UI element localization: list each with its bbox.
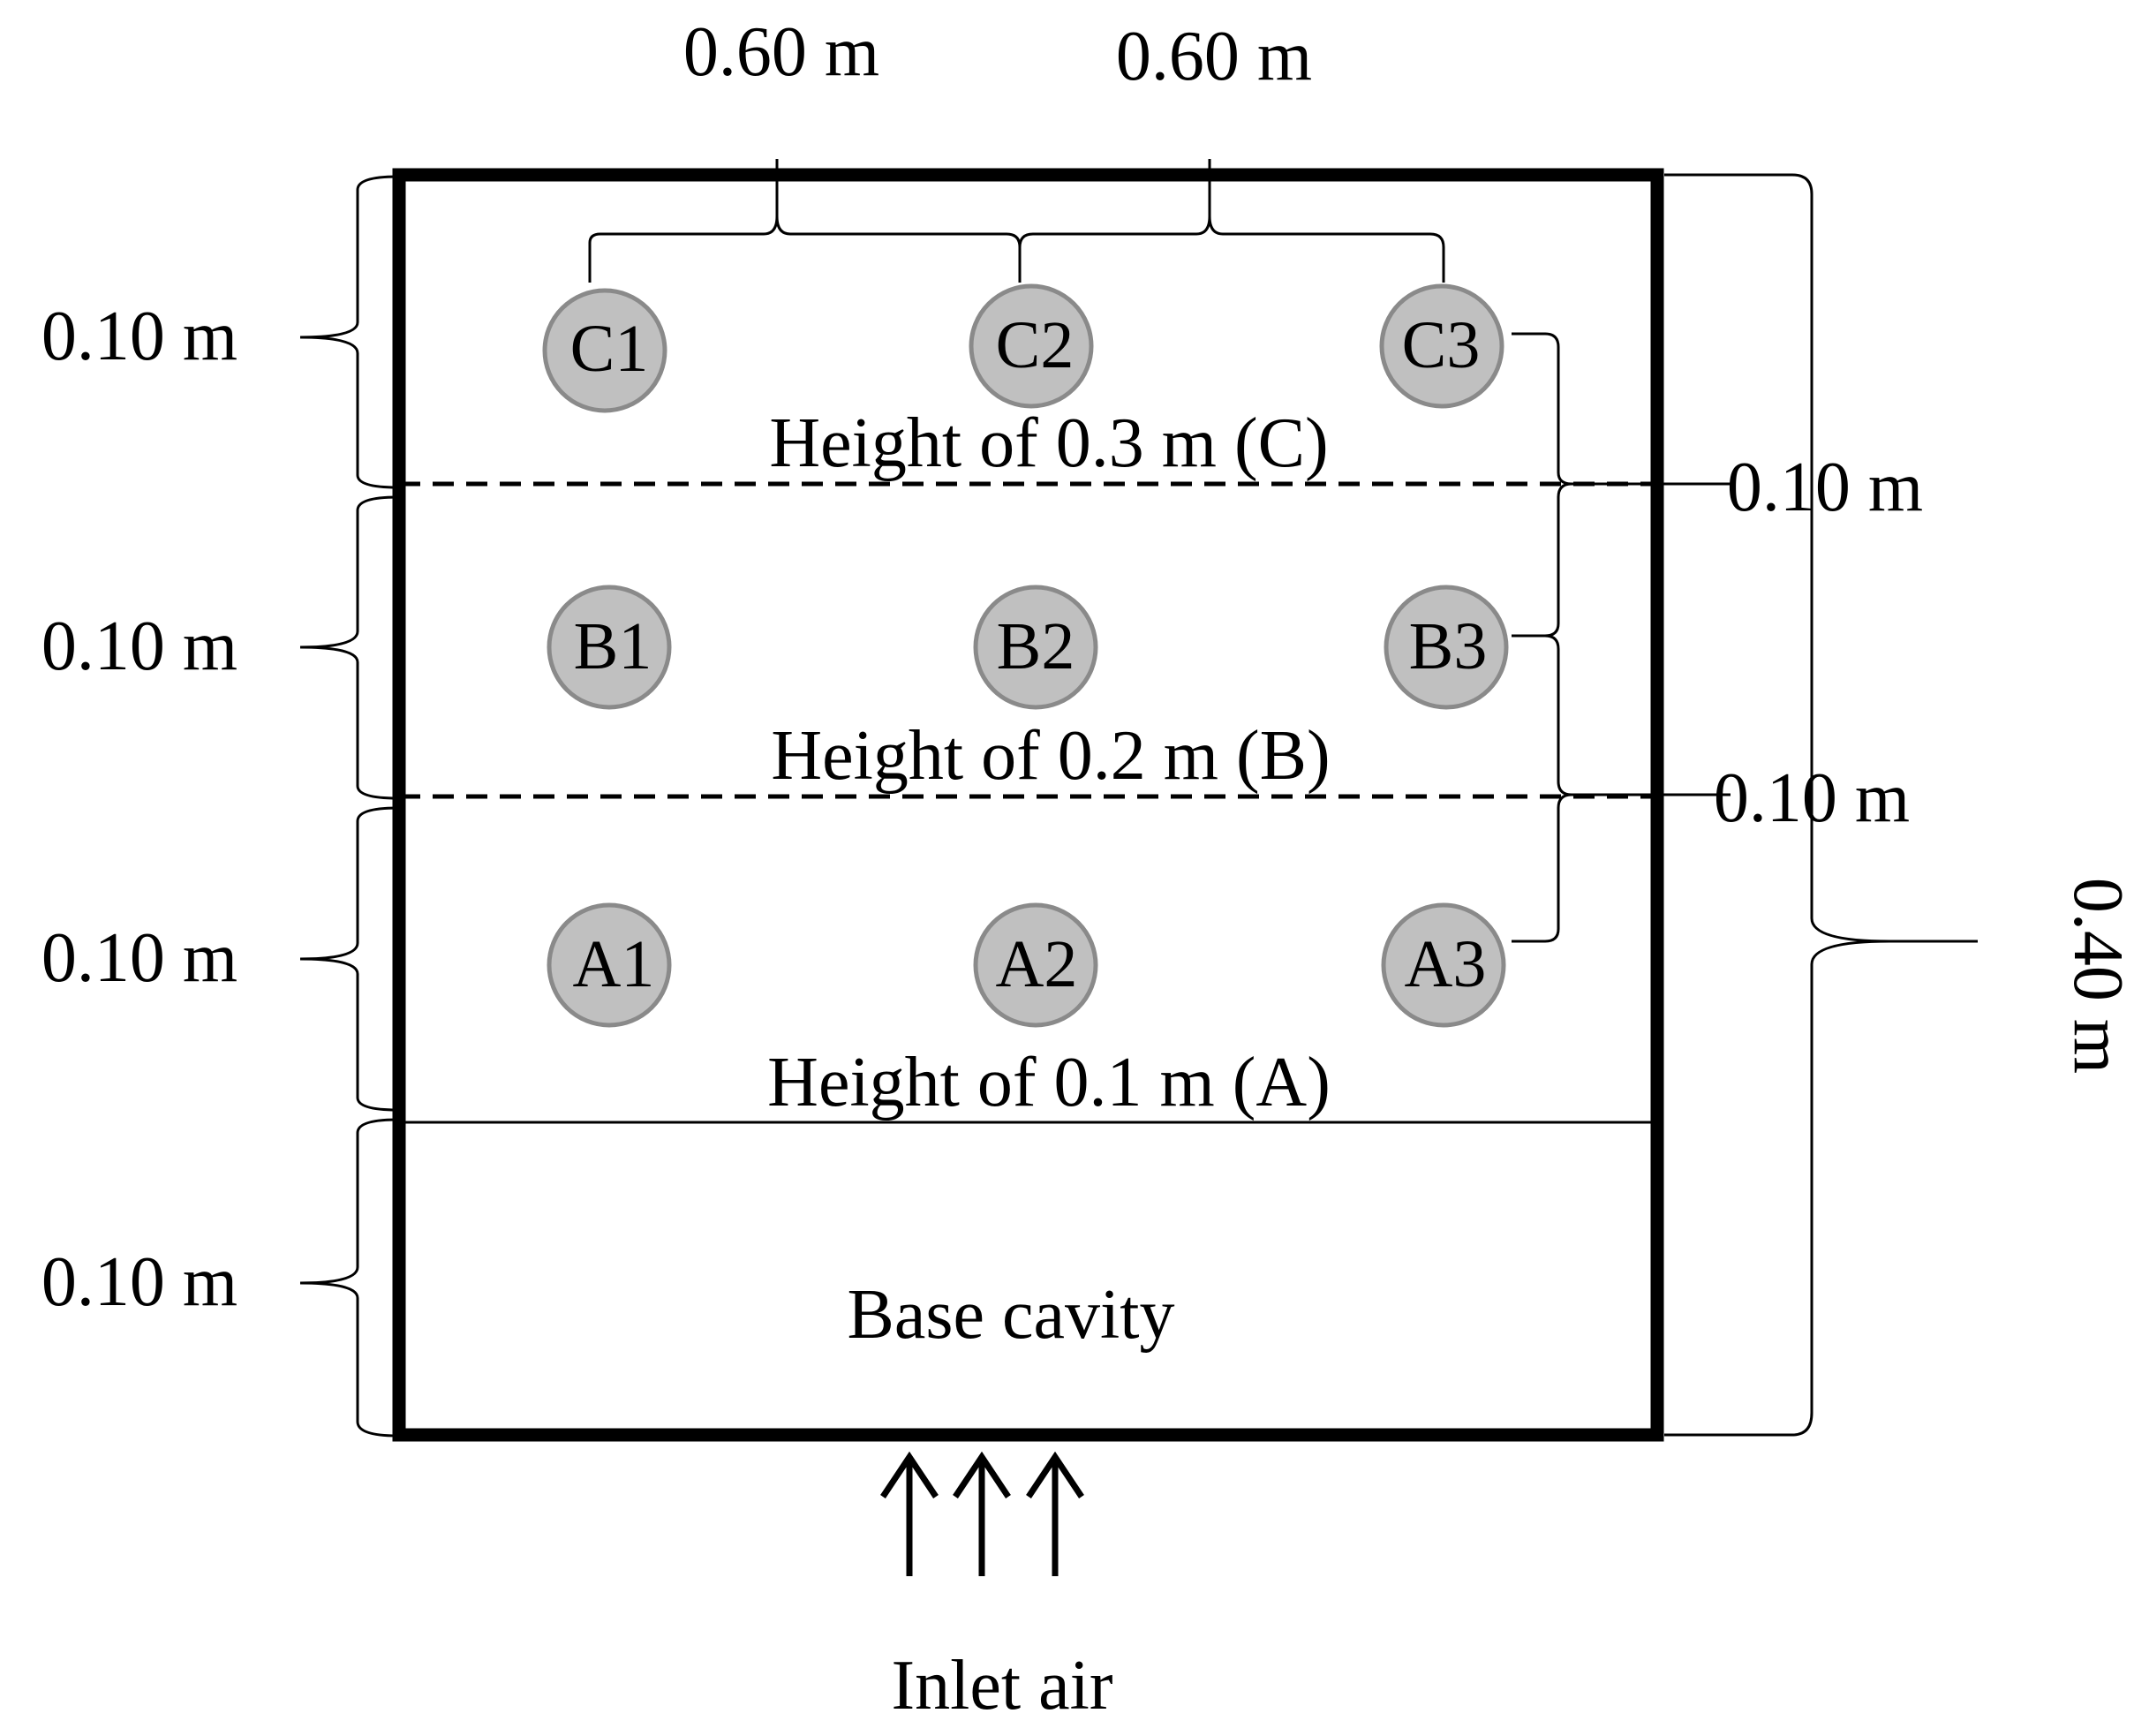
left-bracket-3 xyxy=(299,806,398,1112)
dim-left-label-1: 0.10 m xyxy=(41,298,238,375)
sensor-c3-marker xyxy=(1379,283,1504,409)
top-bracket-right xyxy=(1018,159,1445,283)
sensor-c3-label: C3 xyxy=(1402,308,1481,382)
sensor-c2-label: C2 xyxy=(996,308,1075,382)
sensor-a3-marker xyxy=(1381,902,1506,1028)
dim-left-label-4: 0.10 m xyxy=(41,1243,238,1321)
inlet-air-label: Inlet air xyxy=(892,1647,1113,1725)
dim-right-upper-label: 0.10 m xyxy=(1727,449,1923,526)
dim-top-right-label: 0.60 m xyxy=(1116,18,1312,95)
dim-left-label-3: 0.10 m xyxy=(41,919,238,997)
inlet-arrows xyxy=(880,1451,1084,1576)
right-outer-bracket xyxy=(1664,173,1978,1437)
sensor-b2-label: B2 xyxy=(997,609,1075,683)
sensor-a2: A2 xyxy=(973,902,1098,1028)
left-bracket-1 xyxy=(299,175,398,489)
sensor-b1: B1 xyxy=(547,585,672,710)
sensor-b2: B2 xyxy=(973,585,1098,710)
arrow-up-icon xyxy=(953,1451,1011,1576)
level-a-label: Height of 0.1 m (A) xyxy=(767,1044,1331,1121)
sensor-b1-label: B1 xyxy=(574,609,652,683)
sensor-b3: B3 xyxy=(1384,585,1509,710)
left-bracket-2 xyxy=(299,495,398,800)
dim-left-label-2: 0.10 m xyxy=(41,608,238,685)
sensor-b3-marker xyxy=(1384,585,1509,710)
sensor-a3-label: A3 xyxy=(1405,927,1487,1001)
dim-top-left-label: 0.60 m xyxy=(683,13,879,91)
right-inner-bracket xyxy=(1512,332,1731,943)
sensor-c1-marker xyxy=(542,288,667,413)
sensor-c1: C1 xyxy=(542,288,667,413)
sensor-c2-marker xyxy=(969,283,1094,409)
base-cavity-label: Base cavity xyxy=(848,1276,1175,1354)
arrow-up-icon xyxy=(880,1451,939,1576)
sensor-c1-label: C1 xyxy=(570,312,649,386)
sensor-a3: A3 xyxy=(1381,902,1506,1028)
sensor-c2: C2 xyxy=(969,283,1094,409)
chamber-outline xyxy=(392,168,1664,1442)
sensor-b1-marker xyxy=(547,585,672,710)
sensor-b3-label: B3 xyxy=(1409,609,1488,683)
dim-total-label: 0.40 m xyxy=(2059,878,2134,1074)
sensor-a1: A1 xyxy=(547,902,672,1028)
sensor-a2-label: A2 xyxy=(996,927,1078,1001)
level-c-label: Height of 0.3 m (C) xyxy=(769,404,1328,482)
left-bracket-4 xyxy=(299,1118,398,1438)
level-b-label: Height of 0.2 m (B) xyxy=(771,717,1330,795)
sensor-a2-marker xyxy=(973,902,1098,1028)
sensor-a1-marker xyxy=(547,902,672,1028)
sensor-c3: C3 xyxy=(1379,283,1504,409)
sensor-a1-label: A1 xyxy=(573,927,655,1001)
arrow-up-icon xyxy=(1026,1451,1084,1576)
sensor-b2-marker xyxy=(973,585,1098,710)
